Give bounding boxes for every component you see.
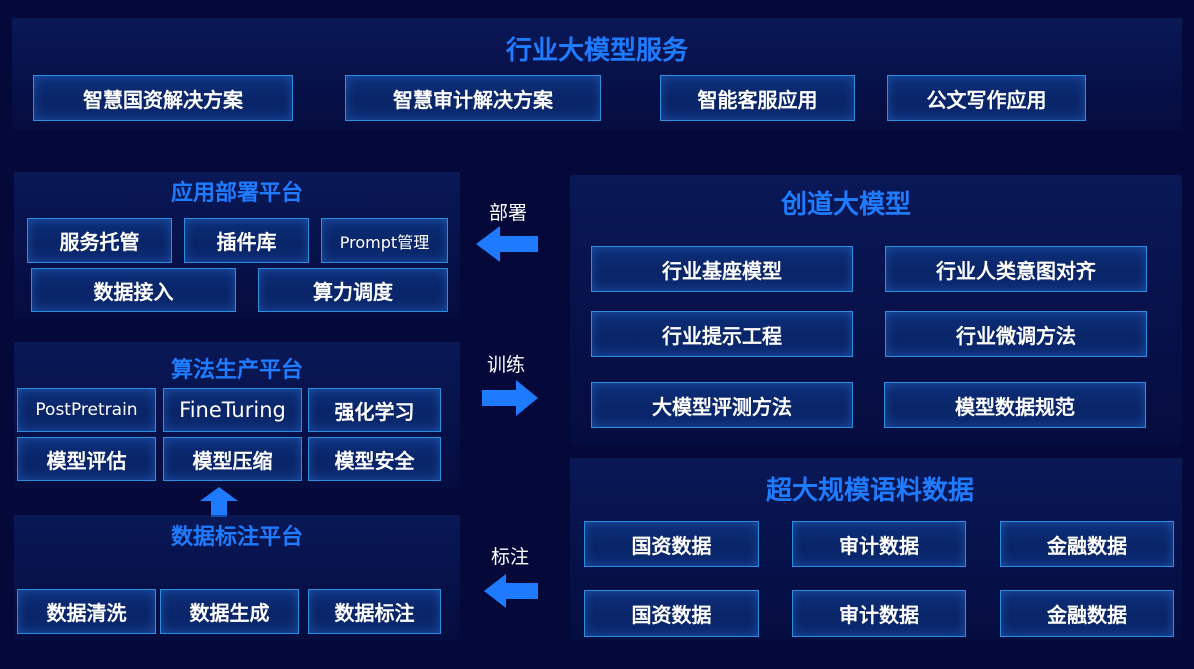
app-platform-title: 应用部署平台 [170, 181, 303, 206]
algo-box-model-compression[interactable]: 模型压缩 [163, 437, 302, 481]
algo-box-reinforcement-learning[interactable]: 强化学习 [308, 388, 441, 432]
model-box-industry-base[interactable]: 行业基座模型 [591, 246, 853, 292]
app-box-service-hosting[interactable]: 服务托管 [27, 218, 172, 263]
model-box-data-standards[interactable]: 模型数据规范 [884, 382, 1146, 428]
arrow-right-icon [482, 380, 538, 416]
annotation-box-data-labeling[interactable]: 数据标注 [308, 589, 441, 634]
app-box-plugin-library[interactable]: 插件库 [184, 218, 309, 263]
arrow-up-icon [200, 487, 238, 517]
deploy-label: 部署 [488, 202, 527, 224]
algo-platform-title: 算法生产平台 [170, 358, 303, 383]
model-box-prompt-engineering[interactable]: 行业提示工程 [591, 311, 853, 357]
annotation-platform-title: 数据标注平台 [170, 525, 303, 550]
data-box-state-assets[interactable]: 国资数据 [584, 590, 759, 637]
train-label: 训练 [486, 354, 525, 376]
data-box-audit[interactable]: 审计数据 [792, 590, 966, 637]
service-box-document-writing[interactable]: 公文写作应用 [887, 75, 1086, 121]
data-box-audit[interactable]: 审计数据 [792, 521, 966, 567]
data-box-finance[interactable]: 金融数据 [1000, 590, 1174, 637]
data-box-state-assets[interactable]: 国资数据 [584, 521, 759, 567]
algo-box-fineturing[interactable]: FineTuring [163, 388, 302, 432]
algo-box-postpretrain[interactable]: PostPretrain [17, 388, 156, 432]
arrow-left-icon [476, 226, 538, 262]
chuangdao-model-title: 创道大模型 [780, 190, 911, 220]
app-box-compute-scheduling[interactable]: 算力调度 [258, 268, 448, 312]
service-box-audit[interactable]: 智慧审计解决方案 [345, 75, 601, 121]
annotation-box-data-generation[interactable]: 数据生成 [160, 589, 299, 634]
service-box-state-assets[interactable]: 智慧国资解决方案 [33, 75, 293, 121]
algo-box-model-evaluation[interactable]: 模型评估 [17, 437, 156, 481]
model-box-intent-alignment[interactable]: 行业人类意图对齐 [885, 246, 1147, 292]
app-box-prompt-management[interactable]: Prompt管理 [321, 218, 448, 263]
model-box-finetuning-methods[interactable]: 行业微调方法 [885, 311, 1147, 357]
arrow-left-icon [484, 574, 538, 608]
annotation-box-data-cleaning[interactable]: 数据清洗 [17, 589, 156, 634]
data-box-finance[interactable]: 金融数据 [1000, 521, 1174, 567]
model-box-evaluation-methods[interactable]: 大模型评测方法 [591, 382, 853, 428]
corpus-data-title: 超大规模语料数据 [765, 476, 974, 506]
service-box-customer-service[interactable]: 智能客服应用 [660, 75, 855, 121]
app-box-data-access[interactable]: 数据接入 [31, 268, 236, 312]
industry-services-title: 行业大模型服务 [505, 36, 688, 66]
annotate-label: 标注 [490, 546, 529, 568]
algo-box-model-security[interactable]: 模型安全 [308, 437, 441, 481]
